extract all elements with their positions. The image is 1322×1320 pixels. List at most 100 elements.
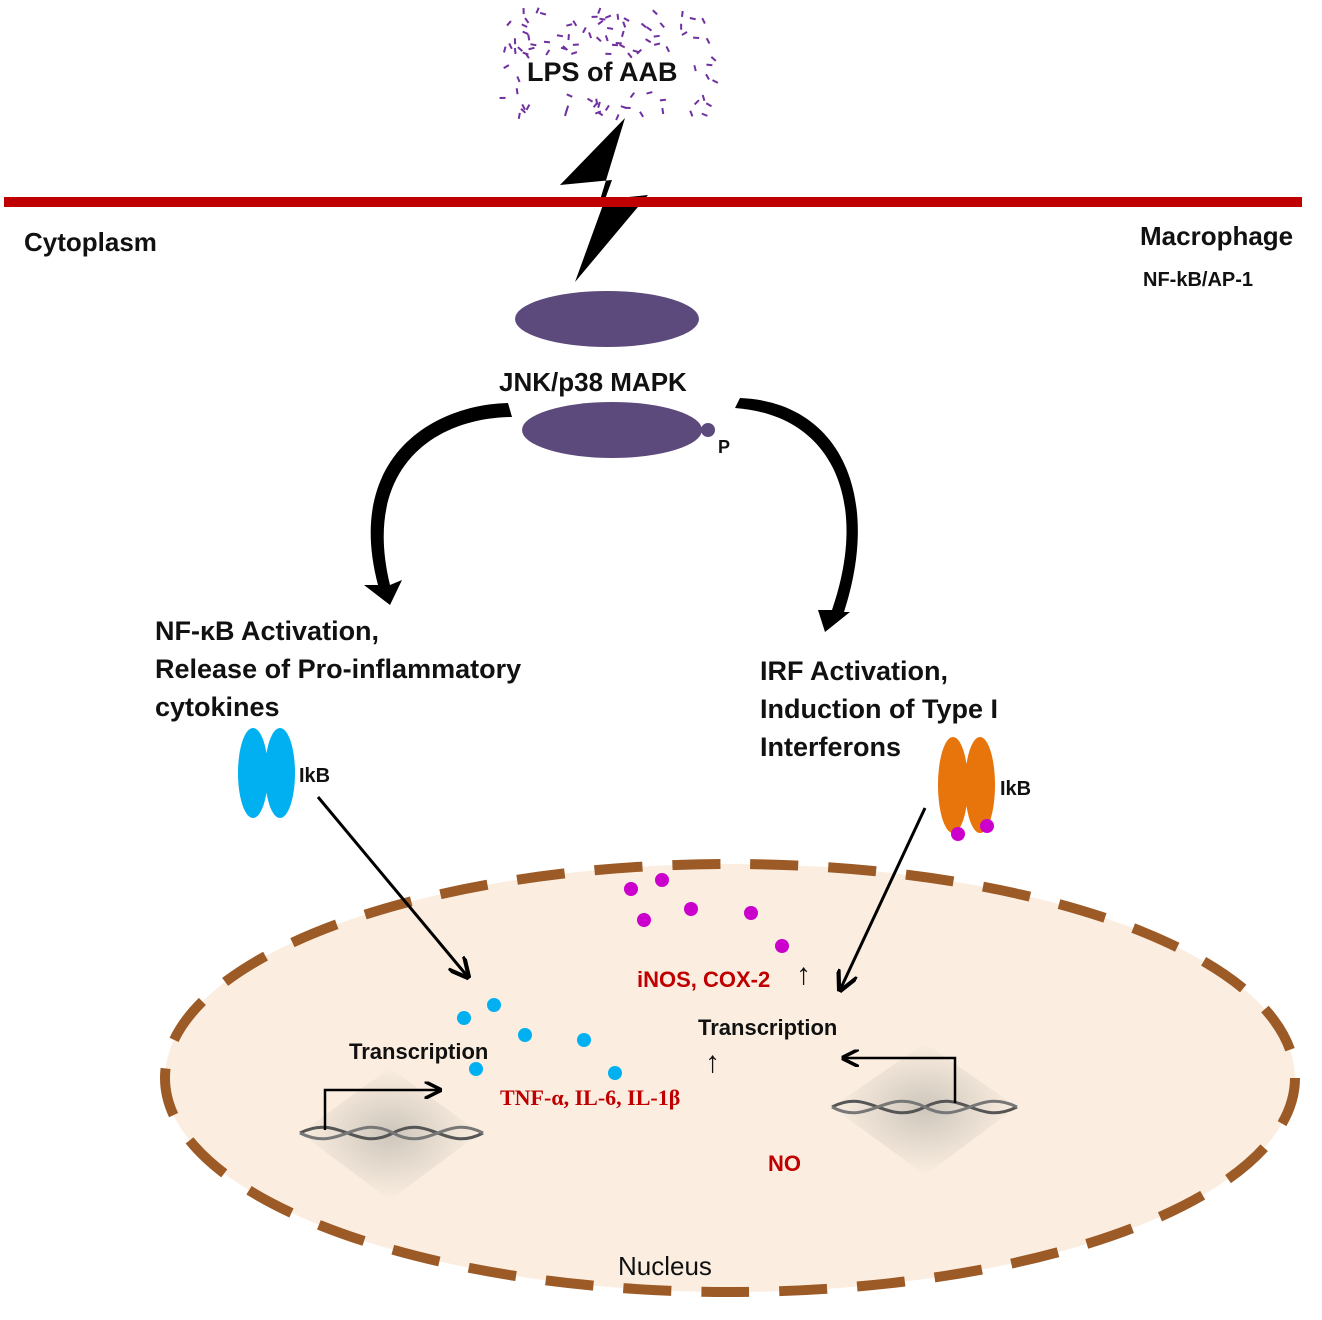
nfkb-ap1-label: NF-kB/AP-1 [1143, 269, 1254, 291]
ikb-complex-right [938, 737, 995, 841]
lps-particle [520, 108, 527, 114]
lps-particle [524, 17, 530, 24]
lps-particle [567, 34, 570, 41]
lps-particle [604, 35, 609, 42]
lps-particle [597, 19, 604, 26]
lps-particle [522, 7, 525, 15]
lps-particle [710, 56, 717, 62]
lps-particle [539, 12, 547, 16]
lps-particle [516, 76, 521, 83]
cytokines-label: TNF-α, IL-6, IL-1β [500, 1085, 681, 1110]
lps-particle [597, 101, 601, 108]
lps-particle [521, 23, 528, 28]
lps-particle [645, 38, 652, 44]
lps-particle [659, 98, 666, 102]
lps-particle [689, 16, 696, 21]
lps-particle [513, 47, 517, 55]
lps-particle [616, 13, 620, 20]
arrow-to-nucleus-right [840, 807, 927, 990]
lps-particle [605, 52, 612, 56]
lps-particle [517, 46, 524, 52]
phosphate-dot [701, 423, 715, 437]
lps-particle [712, 79, 719, 84]
lps-particle [570, 51, 578, 55]
lps-particle [543, 40, 551, 44]
lps-particle [621, 30, 625, 38]
ikb-right-label: IkB [1000, 778, 1032, 800]
lps-particle [689, 110, 694, 117]
lps-particle [627, 52, 633, 59]
lps-particle [693, 64, 697, 72]
lps-particle [636, 48, 642, 55]
lps-particle [499, 96, 506, 100]
lps-particle [705, 37, 711, 45]
lps-particle [680, 10, 684, 18]
lps-particle [566, 23, 573, 27]
lps-particle [629, 92, 636, 99]
cytoplasm-label: Cytoplasm [24, 227, 157, 257]
lps-particle [604, 104, 610, 111]
cyan-molecules [457, 998, 622, 1080]
lps-particle [701, 112, 708, 117]
lps-particle [623, 17, 630, 22]
lps-particle [545, 49, 551, 56]
lps-particle [653, 42, 661, 46]
lps-particle [508, 43, 513, 50]
lps-particle [595, 36, 602, 43]
lps-particle [706, 63, 713, 67]
lps-particle [705, 102, 712, 108]
phosphate-label: P [718, 437, 731, 457]
lps-particle [594, 110, 602, 115]
lps-particle [646, 26, 653, 32]
lps-particle [652, 9, 658, 16]
lps-particle [639, 111, 644, 118]
lps-particle [564, 109, 568, 117]
lps-particle [586, 97, 594, 103]
lps-particle [665, 45, 671, 53]
lps-particle [582, 26, 587, 34]
lps-particle [693, 99, 700, 106]
lps-particle [591, 15, 598, 18]
inos-cox2-label: iNOS, COX-2 [637, 967, 771, 992]
nfkb-activation-text: NF-κB Activation, Release of Pro-inflamm… [155, 616, 522, 722]
mapk-label: JNK/p38 MAPK [499, 367, 687, 397]
lps-particle [622, 21, 627, 28]
lps-particle [522, 30, 529, 35]
lps-particle [693, 36, 700, 40]
lps-particle [597, 7, 602, 14]
lps-particle [524, 52, 530, 59]
macrophage-label: Macrophage [1140, 221, 1294, 251]
lps-particle [640, 22, 647, 29]
lps-particle [606, 27, 614, 30]
lps-particle [661, 107, 665, 115]
lps-particle [680, 23, 683, 30]
up-arrow-icon-1: ↑ [796, 958, 811, 991]
lps-particle [653, 34, 660, 38]
lps-particle [515, 88, 519, 95]
transcription-left-label: Transcription [349, 1039, 489, 1064]
lps-particle [517, 112, 521, 120]
lps-particle [615, 42, 622, 45]
lps-particle [705, 73, 710, 80]
lps-particle [604, 14, 612, 19]
lps-particle [566, 93, 573, 98]
arrow-to-nucleus-left [316, 796, 468, 977]
lps-particle [615, 114, 620, 121]
lps-particle [681, 31, 688, 36]
lps-particle [646, 91, 653, 95]
lps-particle [659, 22, 665, 29]
lps-particle [592, 102, 599, 108]
dna-left-icon [299, 1068, 484, 1200]
lps-particles [499, 7, 719, 121]
mapk-protein-top [515, 291, 699, 347]
transcription-right-label: Transcription [698, 1015, 838, 1040]
right-curved-arrow-icon [735, 398, 858, 632]
up-arrow-icon-2: ↑ [705, 1046, 720, 1079]
lps-particle [528, 46, 535, 51]
dna-right-icon [831, 1043, 1018, 1175]
lps-particle [599, 17, 606, 21]
lps-particle [535, 7, 540, 14]
lps-particle [572, 20, 578, 27]
ikb-left-label: IkB [299, 765, 331, 787]
